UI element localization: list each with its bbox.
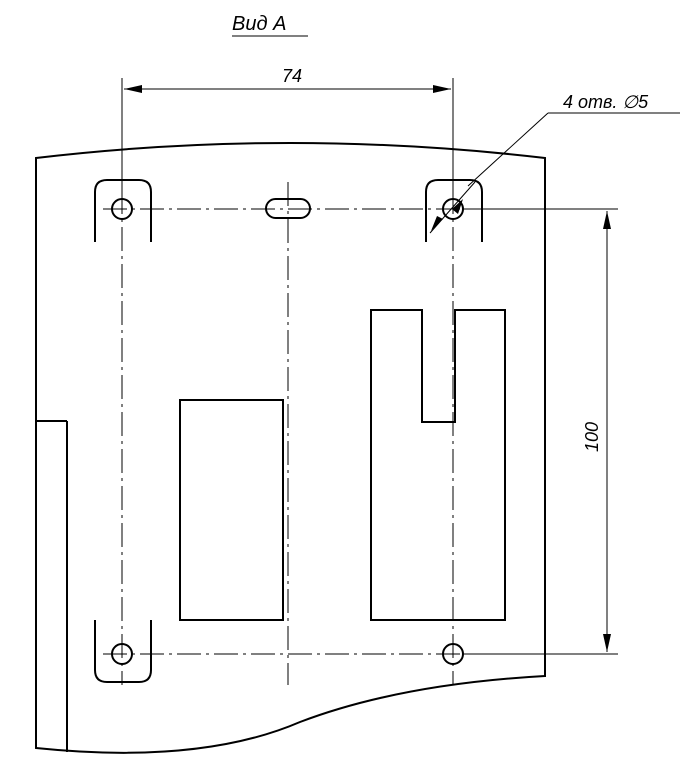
- dim-100-arrow-bottom: [603, 634, 611, 652]
- dim-74-arrow-left: [124, 85, 142, 93]
- view-title: Вид А: [232, 13, 286, 35]
- window-left: [179, 399, 284, 621]
- lug-top-right: [425, 179, 483, 242]
- lug-bottom-left: [94, 620, 152, 683]
- lug-top-left: [94, 179, 152, 242]
- hole-bottom-left: [111, 643, 133, 665]
- slot-top: [265, 198, 311, 219]
- dim-74-label: 74: [282, 66, 302, 86]
- dim-100-label: 100: [582, 422, 602, 452]
- hole-callout-label: 4 отв. ∅5: [563, 92, 649, 112]
- hole-arrow-upper: [452, 199, 463, 214]
- hole-arrow-lower: [431, 216, 443, 231]
- hole-leader: [467, 112, 549, 187]
- housing-outline: [35, 142, 546, 754]
- window-right-notched: [370, 309, 506, 621]
- dim-100-arrow-top: [603, 211, 611, 229]
- dim-74-arrow-right: [433, 85, 451, 93]
